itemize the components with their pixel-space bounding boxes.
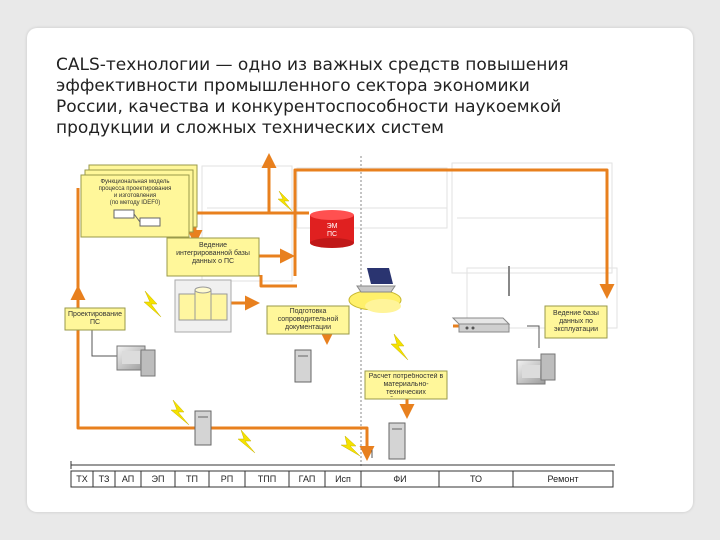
stage-label: ТПП <box>257 474 277 484</box>
functional-model-label: Функциональная модель процесса проектиро… <box>98 179 172 206</box>
design-left-box <box>64 307 126 331</box>
cals-diagram <box>64 153 618 488</box>
stage-label: ФИ <box>393 474 407 484</box>
docs-prep-label: Подготовка сопроводительной документации <box>277 308 339 331</box>
calc-needs-label: Расчет потребностей в материально-технич… <box>368 373 444 396</box>
stage-label: ТХ <box>76 474 88 484</box>
server-tower-details <box>198 355 402 430</box>
slide: CALS-технологии — одно из важных средств… <box>27 28 693 512</box>
workstation-icon-right <box>516 353 556 385</box>
stage-label: ЭП <box>151 474 165 484</box>
lightning-icon <box>143 190 409 457</box>
network-switch-icon <box>451 317 511 333</box>
calc-needs-box <box>364 370 448 400</box>
laptop-icon <box>348 268 402 313</box>
stage-bar <box>70 461 615 488</box>
db-right-box <box>544 305 608 339</box>
stage-separators <box>92 471 514 487</box>
server-tower-icon <box>194 349 406 460</box>
stage-label: ТЗ <box>98 474 110 484</box>
db-right-label: Ведение базы данных по эксплуатации <box>553 310 599 333</box>
stage-label: РП <box>220 474 234 484</box>
connectors <box>91 266 540 458</box>
slide-title: CALS-технологии — одно из важных средств… <box>56 55 569 138</box>
functional-model-stack <box>80 164 198 238</box>
stage-label: ТО <box>469 474 483 484</box>
docs-prep-box <box>266 305 350 335</box>
stage-label: АП <box>121 474 135 484</box>
database-cylinder-icon <box>310 210 354 248</box>
faded-background <box>201 162 618 329</box>
design-left-label: Проектирование ПС <box>68 311 122 326</box>
stage-label: ГАП <box>298 474 316 484</box>
workstation-icon-left <box>116 345 156 377</box>
stage-label: Ремонт <box>547 474 579 484</box>
em-db-label: ЭМ ПС <box>326 223 338 238</box>
db-stack-icon <box>174 279 232 333</box>
stage-label: ТП <box>186 474 198 484</box>
central-db-label: Ведение интегрированной базы данных о ПС <box>176 242 250 265</box>
central-db-box <box>166 237 260 277</box>
stage-label: Исп <box>335 474 351 484</box>
